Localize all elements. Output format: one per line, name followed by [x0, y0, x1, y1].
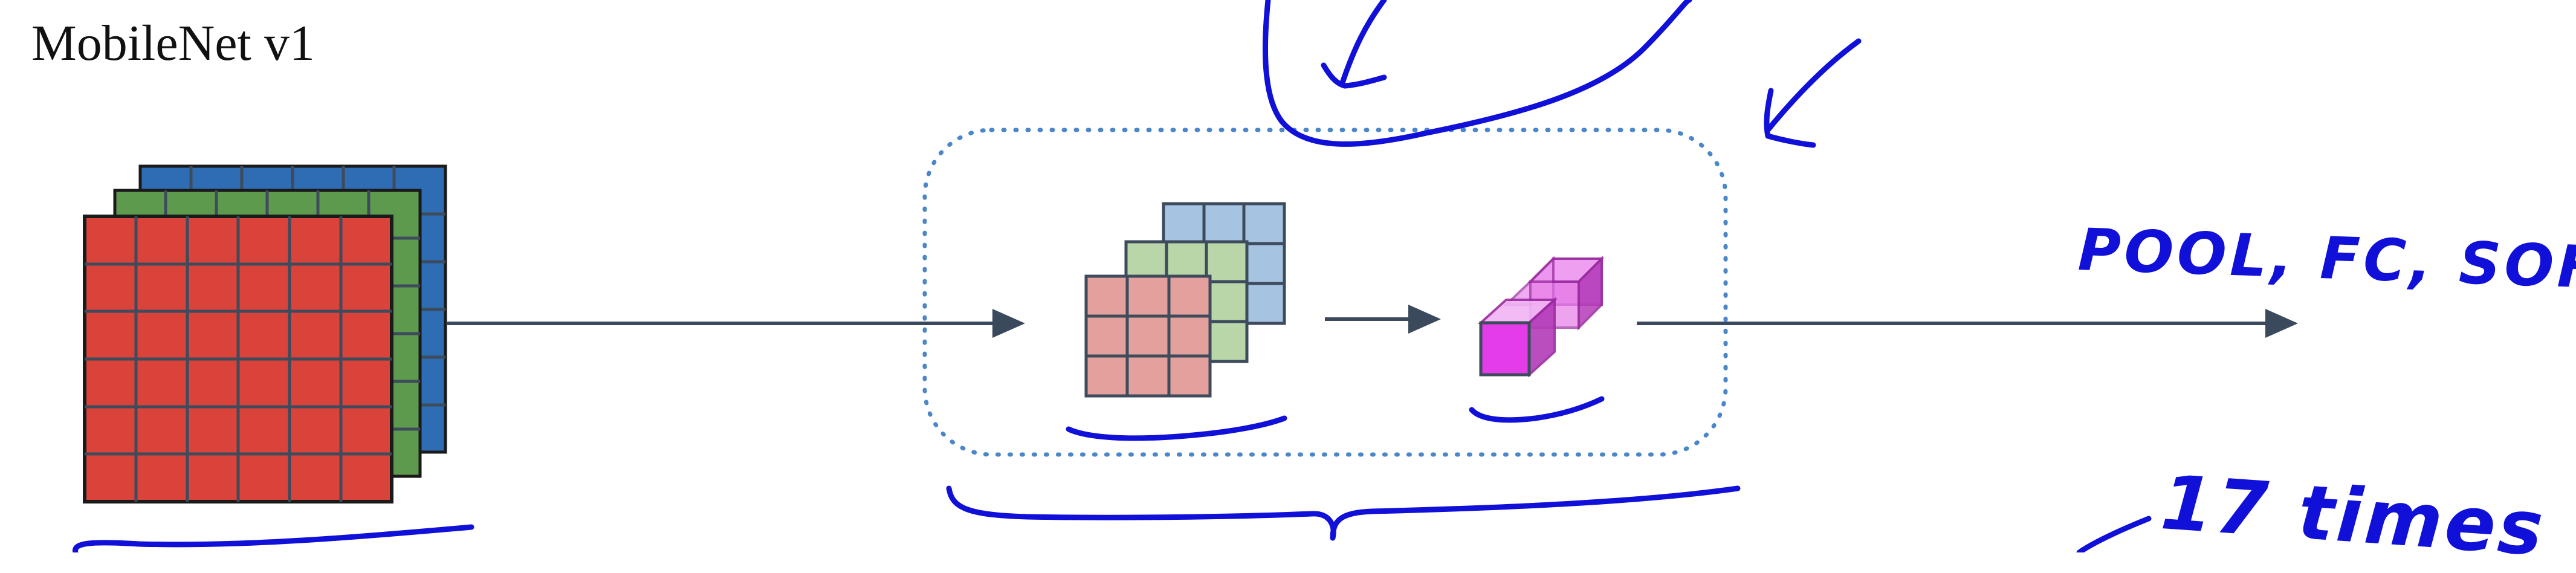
ink-check-top	[1321, 0, 1387, 89]
mobilenet-diagram	[73, 0, 2298, 552]
depthwise-filter-red	[1084, 274, 1212, 398]
ink-arrow-topright	[1764, 38, 1862, 148]
diagram-title: MobileNet v1	[31, 15, 315, 71]
ink-brace	[946, 485, 1741, 541]
input-volume	[83, 164, 447, 503]
depthwise-filters	[1084, 202, 1286, 398]
ink-underline-pointwise	[1469, 396, 1605, 423]
pointwise-filter	[1477, 256, 1605, 378]
ink-arrow-bottomright	[2076, 516, 2152, 552]
ink-underline-filters	[1066, 415, 1287, 441]
input-layer-red	[83, 215, 393, 503]
handwritten-strokes	[73, 0, 2152, 552]
ink-underline-input	[73, 524, 474, 552]
repeated-block-box	[922, 128, 1728, 457]
ink-loop-top	[1262, 0, 1692, 147]
